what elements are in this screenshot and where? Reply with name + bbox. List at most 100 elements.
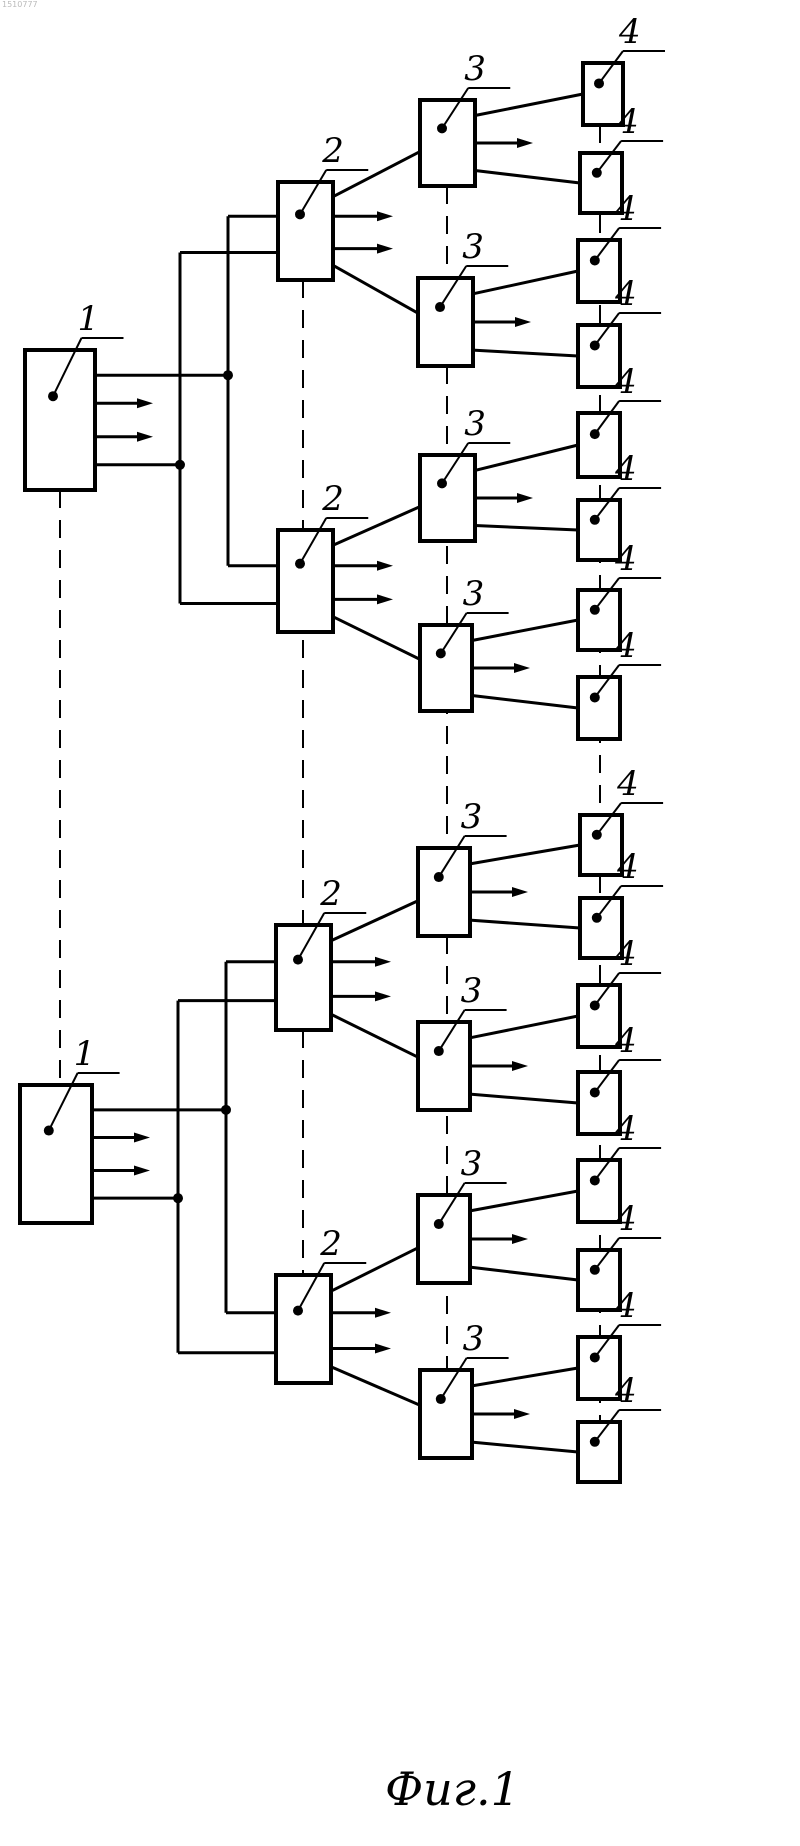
block-3-0 xyxy=(420,100,475,186)
block-4-10-label: 4 xyxy=(614,934,637,974)
block-3-6-label: 3 xyxy=(461,1144,483,1184)
block-4-11 xyxy=(578,1072,620,1134)
l2-out-arrow-1-3-head xyxy=(375,1308,391,1318)
block-2-3 xyxy=(276,1275,331,1383)
block-3-5-label: 3 xyxy=(461,971,483,1011)
l3-l4-lower-2 xyxy=(475,526,578,530)
block-3-7 xyxy=(420,1370,472,1458)
l1-out-arrow-1-0-head xyxy=(137,398,153,408)
l3-l4-upper-1 xyxy=(473,271,578,294)
l2-out-arrow-2-0-head xyxy=(377,244,393,254)
l2-out-arrow-2-3-head xyxy=(375,1343,391,1353)
l3-l4-upper-4 xyxy=(470,845,580,864)
block-4-2 xyxy=(578,240,620,302)
block-4-8 xyxy=(580,815,622,875)
l3-out-arrow-0-head xyxy=(517,138,533,148)
l3-out-arrow-1-head xyxy=(515,317,531,327)
block-2-1 xyxy=(278,530,333,632)
block-4-3 xyxy=(578,325,620,387)
block-2-2 xyxy=(276,925,331,1030)
block-4-13 xyxy=(578,1250,620,1310)
block-4-15-label: 4 xyxy=(614,1371,637,1411)
block-3-3 xyxy=(420,625,472,711)
l3-l4-lower-4 xyxy=(470,920,580,928)
l3-l4-lower-3 xyxy=(472,696,578,708)
l3-out-arrow-3-head xyxy=(514,663,530,673)
l3-l4-upper-5 xyxy=(470,1016,578,1038)
block-3-0-label: 3 xyxy=(464,49,486,89)
l3-out-arrow-2-head xyxy=(517,493,533,503)
block-4-3-label: 4 xyxy=(614,274,637,314)
block-1-1-label: 1 xyxy=(74,1034,96,1074)
block-4-7 xyxy=(578,677,620,739)
block-4-0-label: 4 xyxy=(618,12,641,52)
l2-l3-upper-0 xyxy=(333,152,420,197)
l3-out-arrow-6-head xyxy=(512,1234,528,1244)
block-4-11-label: 4 xyxy=(614,1021,637,1061)
block-4-9-label: 4 xyxy=(616,847,639,887)
block-3-7-label: 3 xyxy=(463,1319,485,1359)
l3-out-arrow-4-head xyxy=(512,887,528,897)
block-4-15 xyxy=(578,1422,620,1482)
l1-out-arrow-1-1-head xyxy=(134,1132,150,1142)
block-1-0-label: 1 xyxy=(78,299,100,339)
figure-caption: Фиг.1 xyxy=(385,1762,520,1816)
block-3-4 xyxy=(418,848,470,936)
block-4-12 xyxy=(578,1160,620,1222)
block-3-1-label: 3 xyxy=(462,227,484,267)
l2-l3-lower-1 xyxy=(333,617,420,660)
l2-l3-lower-2 xyxy=(331,1014,418,1057)
l3-l4-upper-3 xyxy=(472,620,578,640)
block-4-6 xyxy=(578,590,620,650)
l3-l4-lower-7 xyxy=(472,1442,578,1452)
block-1-1 xyxy=(20,1085,92,1223)
l3-l4-upper-2 xyxy=(475,445,578,470)
block-2-3-label: 2 xyxy=(319,1224,342,1264)
block-4-10 xyxy=(578,985,620,1047)
block-4-1-label: 4 xyxy=(616,102,639,142)
l3-l4-lower-6 xyxy=(470,1267,578,1280)
block-2-0 xyxy=(278,182,333,280)
block-4-5 xyxy=(578,500,620,560)
l2-l3-lower-3 xyxy=(331,1367,420,1405)
block-4-4-label: 4 xyxy=(614,362,637,402)
l2-l3-upper-2 xyxy=(331,901,418,941)
l2-l3-upper-3 xyxy=(331,1248,418,1291)
l3-l4-lower-5 xyxy=(470,1094,578,1103)
l2-out-arrow-2-2-head xyxy=(375,991,391,1001)
l3-out-arrow-7-head xyxy=(514,1409,530,1419)
l3-l4-upper-6 xyxy=(470,1191,578,1211)
l2-out-arrow-1-2-head xyxy=(375,957,391,967)
block-2-0-label: 2 xyxy=(321,131,344,171)
block-4-8-label: 4 xyxy=(616,764,639,804)
l2-out-arrow-1-0-head xyxy=(377,211,393,221)
block-2-2-label: 2 xyxy=(319,874,342,914)
block-3-2-label: 3 xyxy=(464,404,486,444)
block-4-7-label: 4 xyxy=(614,626,637,666)
l3-l4-lower-1 xyxy=(473,350,578,356)
l1-out-arrow-2-1-head xyxy=(134,1166,150,1176)
block-4-14 xyxy=(578,1337,620,1399)
block-4-4 xyxy=(578,413,620,477)
block-3-4-label: 3 xyxy=(461,797,483,837)
block-4-6-label: 4 xyxy=(614,539,637,579)
l2-l3-lower-0 xyxy=(333,265,418,313)
l2-out-arrow-1-1-head xyxy=(377,561,393,571)
l3-l4-upper-0 xyxy=(475,94,583,115)
block-4-12-label: 4 xyxy=(614,1109,637,1149)
block-3-3-label: 3 xyxy=(463,574,485,614)
block-4-13-label: 4 xyxy=(614,1199,637,1239)
l3-out-arrow-5-head xyxy=(512,1061,528,1071)
block-3-1 xyxy=(418,278,473,366)
block-2-1-label: 2 xyxy=(321,479,344,519)
block-3-5 xyxy=(418,1022,470,1110)
block-4-14-label: 4 xyxy=(614,1286,637,1326)
block-4-2-label: 4 xyxy=(614,189,637,229)
l3-l4-lower-0 xyxy=(475,171,580,183)
block-1-0 xyxy=(25,350,95,490)
l1-out-arrow-2-0-head xyxy=(137,432,153,442)
block-3-2 xyxy=(420,455,475,541)
block-3-6 xyxy=(418,1195,470,1283)
l2-out-arrow-2-1-head xyxy=(377,594,393,604)
